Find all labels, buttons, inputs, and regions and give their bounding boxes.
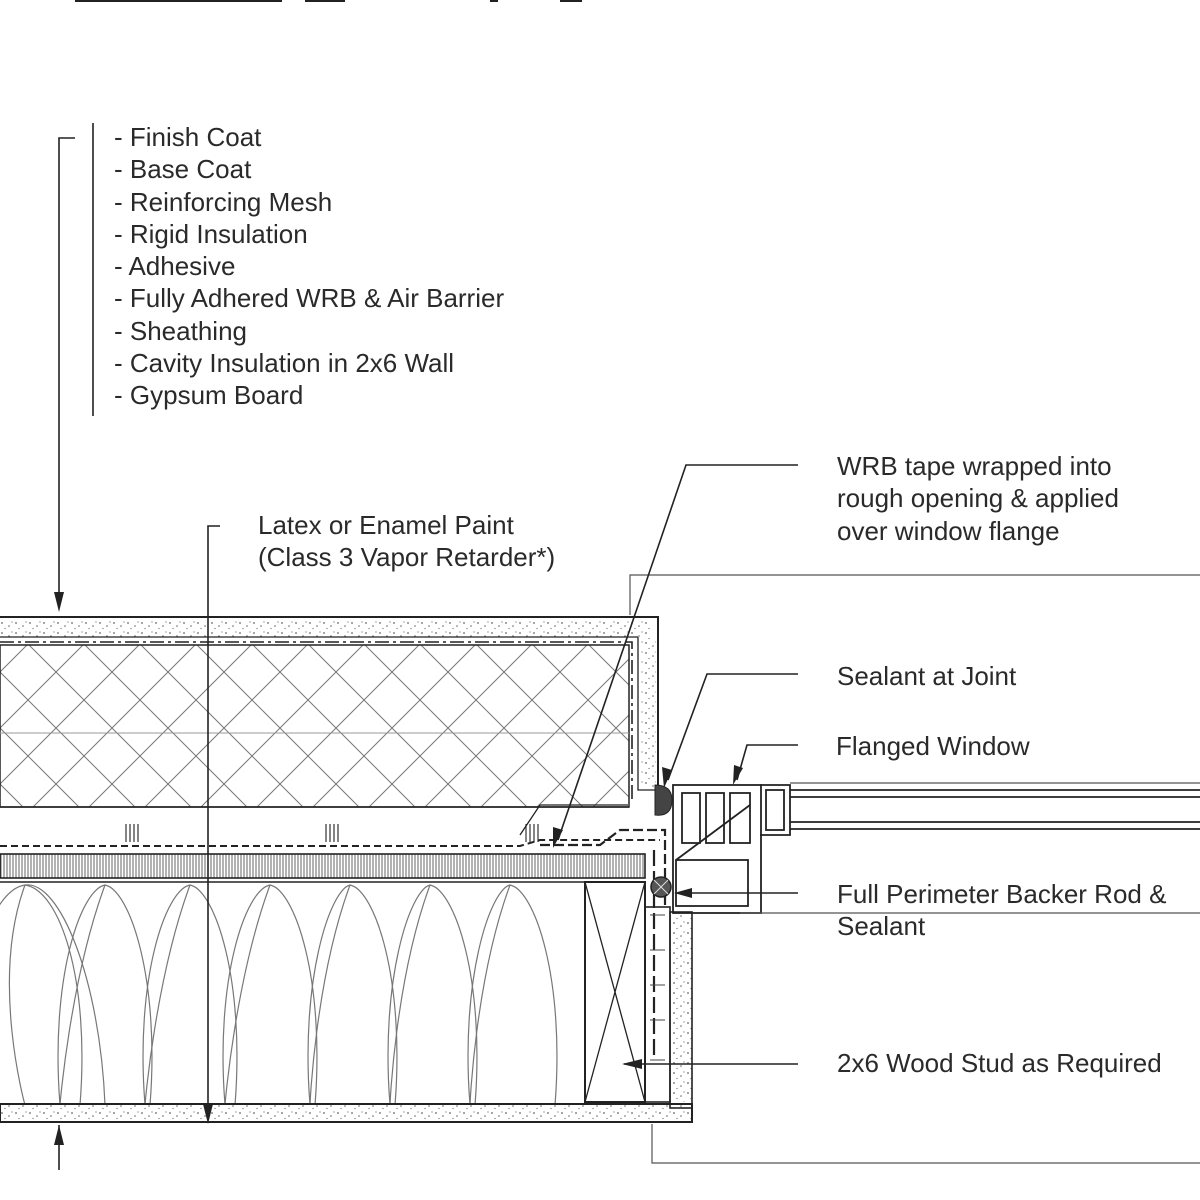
wrb-air-barrier xyxy=(0,804,667,1060)
sealant-joint-bead xyxy=(650,784,673,898)
layer-finish-coat: - Finish Coat xyxy=(114,122,262,152)
leader-lines xyxy=(58,137,798,1170)
sealant-joint-leader xyxy=(667,673,798,781)
jamb-extension xyxy=(644,906,693,1109)
flanged-window-callout: Flanged Window xyxy=(836,730,1030,762)
wood-stud xyxy=(584,881,646,1103)
paint-leader xyxy=(207,525,220,1112)
wrb-tape-leader xyxy=(557,464,798,841)
backer-rod-callout-line-2: Sealant xyxy=(837,911,926,942)
layer-reinforcing-mesh: - Reinforcing Mesh xyxy=(114,186,333,217)
leader-arrowheads xyxy=(54,592,743,1145)
gypsum-board xyxy=(0,1103,693,1123)
wrb-tape-callout: WRB tape wrapped into rough opening & ap… xyxy=(837,450,1119,547)
section-boundary xyxy=(629,574,1200,1164)
wrb-tape-callout-line-1: WRB tape wrapped into xyxy=(837,451,1112,481)
paint-callout: Latex or Enamel Paint (Class 3 Vapor Ret… xyxy=(258,509,555,574)
layer-stack-list: - Finish Coat - Base Coat - Reinforcing … xyxy=(114,121,504,412)
cavity-insulation xyxy=(0,881,585,1106)
layer-adhesive: - Adhesive xyxy=(114,251,236,282)
backer-rod-callout-line-1: Full Perimeter Backer Rod & xyxy=(837,879,1167,909)
finish-coat-layer xyxy=(0,616,659,795)
layer-stack-leader xyxy=(58,137,75,595)
wood-stud-callout: 2x6 Wood Stud as Required xyxy=(837,1047,1162,1079)
layer-sheathing: - Sheathing xyxy=(114,315,247,346)
wrb-tape-callout-line-2: rough opening & applied xyxy=(837,483,1119,514)
flanged-window-leader xyxy=(736,744,798,781)
layer-gypsum-board: - Gypsum Board xyxy=(114,380,304,411)
wrb-tape-callout-line-3: over window flange xyxy=(837,515,1060,546)
backer-rod-callout: Full Perimeter Backer Rod & Sealant xyxy=(837,878,1166,943)
rigid-insulation xyxy=(0,644,630,808)
reinforcing-mesh-line xyxy=(0,641,633,800)
wood-stud-callout-line-1: 2x6 Wood Stud as Required xyxy=(837,1048,1162,1078)
layer-wrb-air-barrier: - Fully Adhered WRB & Air Barrier xyxy=(114,283,505,314)
layer-base-coat: - Base Coat xyxy=(114,154,252,185)
paint-callout-line-2: (Class 3 Vapor Retarder*) xyxy=(258,542,556,573)
flanged-window xyxy=(672,784,1200,914)
sealant-joint-callout-line-1: Sealant at Joint xyxy=(837,661,1017,691)
paint-callout-line-1: Latex or Enamel Paint xyxy=(258,510,514,540)
flanged-window-callout-line-1: Flanged Window xyxy=(836,731,1030,761)
sheathing xyxy=(0,853,646,879)
layer-cavity-insulation: - Cavity Insulation in 2x6 Wall xyxy=(114,348,455,379)
adhesive-ribbons xyxy=(125,824,539,842)
sealant-joint-callout: Sealant at Joint xyxy=(837,660,1016,692)
layer-rigid-insulation: - Rigid Insulation xyxy=(114,218,308,249)
